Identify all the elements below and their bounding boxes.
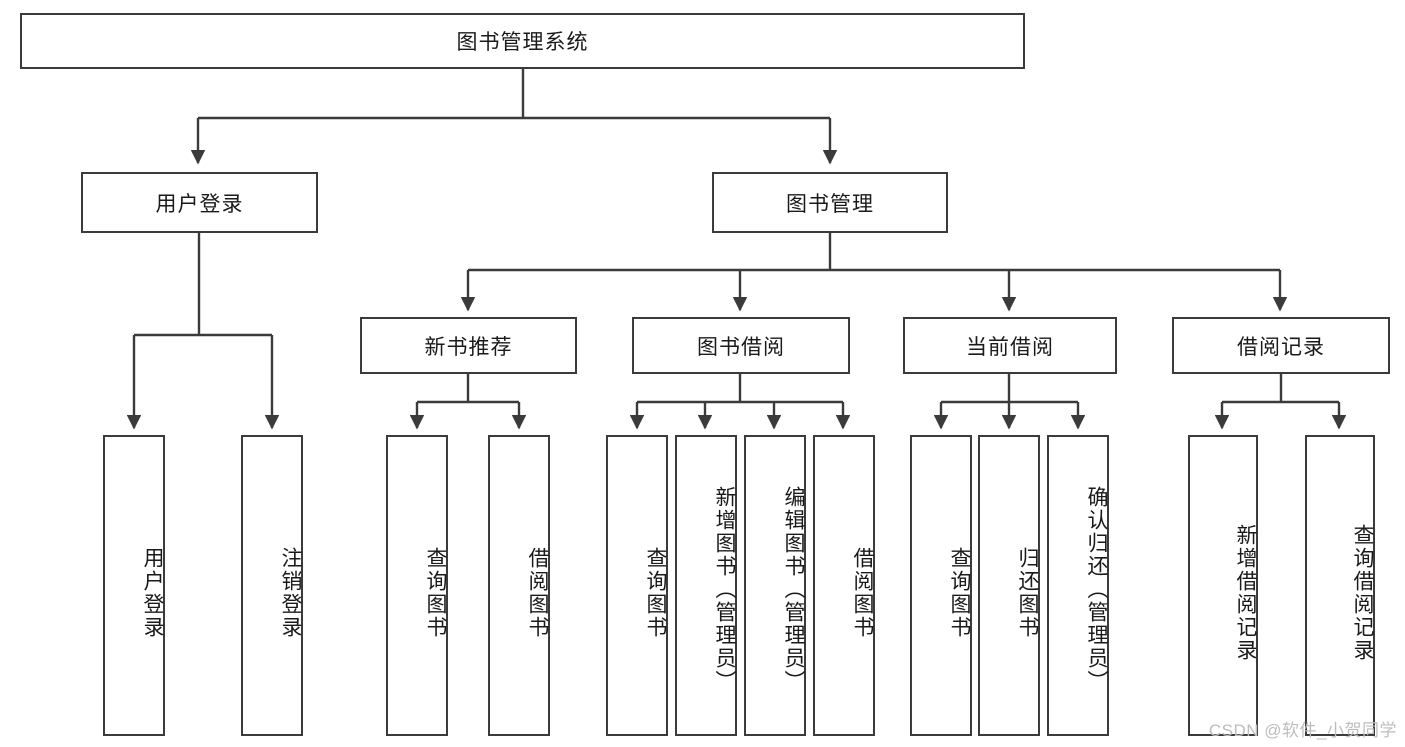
leaf-query-book-current[interactable]: 查询图书 bbox=[910, 435, 972, 736]
leaf-return-book[interactable]: 归还图书 bbox=[978, 435, 1040, 736]
node-label: 编辑图书（管理员） bbox=[782, 486, 805, 693]
node-label: 用户登录 bbox=[155, 192, 244, 216]
node-borrow-record[interactable]: 借阅记录 bbox=[1172, 317, 1390, 374]
leaf-logout[interactable]: 注销登录 bbox=[241, 435, 303, 736]
leaf-edit-book-admin[interactable]: 编辑图书（管理员） bbox=[744, 435, 806, 736]
node-new-book-recommendation[interactable]: 新书推荐 bbox=[360, 317, 577, 374]
node-label: 图书管理 bbox=[786, 192, 874, 216]
node-label: 归还图书 bbox=[1016, 546, 1039, 639]
node-label: 当前借阅 bbox=[966, 335, 1054, 359]
node-label: 新增借阅记录 bbox=[1234, 523, 1257, 662]
leaf-add-book-admin[interactable]: 新增图书（管理员） bbox=[675, 435, 737, 736]
node-label: 新书推荐 bbox=[424, 335, 513, 359]
node-label: 图书借阅 bbox=[697, 335, 785, 359]
leaf-query-book-borrow[interactable]: 查询图书 bbox=[606, 435, 668, 736]
leaf-query-borrow-record[interactable]: 查询借阅记录 bbox=[1305, 435, 1375, 736]
leaf-query-book-recommendation[interactable]: 查询图书 bbox=[386, 435, 448, 736]
node-current-borrow[interactable]: 当前借阅 bbox=[903, 317, 1117, 374]
node-book-management[interactable]: 图书管理 bbox=[712, 172, 948, 233]
leaf-confirm-return-admin[interactable]: 确认归还（管理员） bbox=[1047, 435, 1109, 736]
node-label: 查询图书 bbox=[424, 546, 447, 639]
node-label: 借阅图书 bbox=[851, 546, 874, 639]
node-label: 新增图书（管理员） bbox=[713, 486, 736, 693]
leaf-borrow-book-recommendation[interactable]: 借阅图书 bbox=[488, 435, 550, 736]
node-label: 查询图书 bbox=[644, 546, 667, 639]
leaf-user-login[interactable]: 用户登录 bbox=[103, 435, 165, 736]
node-label: 注销登录 bbox=[279, 546, 302, 639]
node-label: 查询借阅记录 bbox=[1351, 523, 1374, 662]
node-root-book-management-system[interactable]: 图书管理系统 bbox=[20, 13, 1025, 69]
leaf-borrow-book[interactable]: 借阅图书 bbox=[813, 435, 875, 736]
node-label: 用户登录 bbox=[141, 546, 164, 639]
node-user-login[interactable]: 用户登录 bbox=[81, 172, 318, 233]
node-label: 确认归还（管理员） bbox=[1085, 486, 1108, 693]
node-book-borrow[interactable]: 图书借阅 bbox=[632, 317, 850, 374]
node-label: 借阅图书 bbox=[526, 546, 549, 639]
node-label: 查询图书 bbox=[948, 546, 971, 639]
watermark-text: CSDN @软件_小贺同学 bbox=[1208, 721, 1397, 740]
node-label: 借阅记录 bbox=[1237, 335, 1325, 359]
leaf-add-borrow-record[interactable]: 新增借阅记录 bbox=[1188, 435, 1258, 736]
node-label: 图书管理系统 bbox=[456, 31, 589, 54]
